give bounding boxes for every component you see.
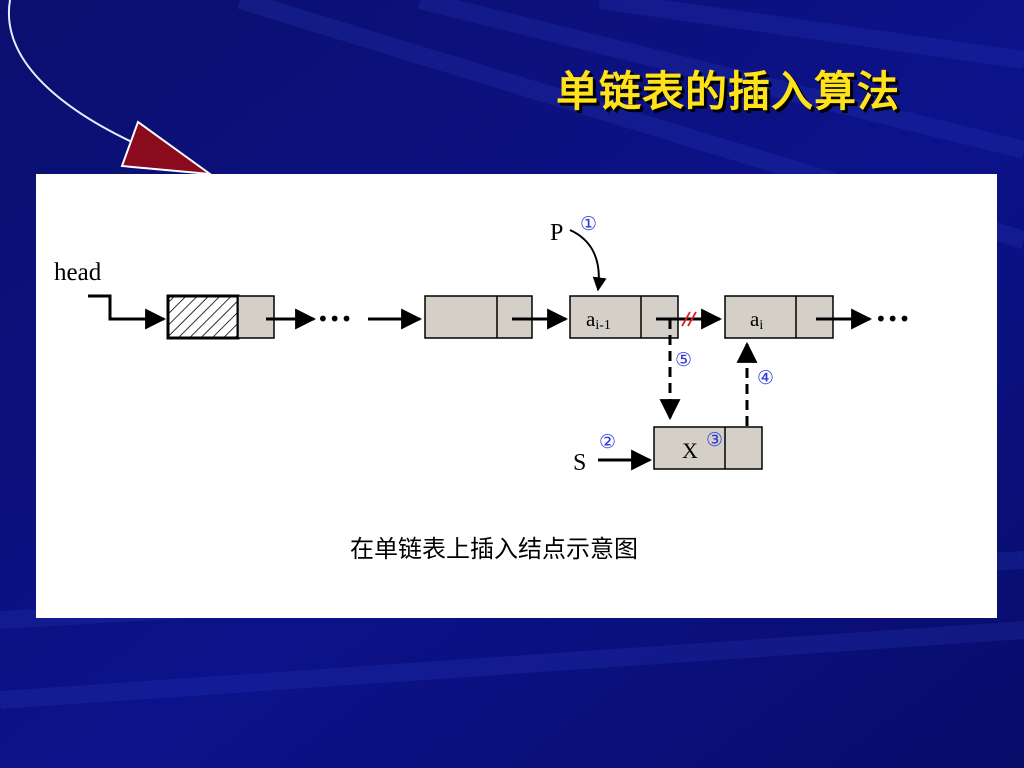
middle-node <box>424 295 533 339</box>
step-4-marker: ④ <box>757 367 774 389</box>
node-new-label: X <box>682 438 698 463</box>
step-5-marker: ⑤ <box>675 349 692 371</box>
svg-text:ai-1: ai-1 <box>586 307 611 333</box>
diagram-panel: head ••• ai-1 P ① <box>36 174 997 618</box>
step-2-marker: ② <box>599 431 616 453</box>
ellipsis-2: ••• <box>875 307 910 331</box>
node-a-i: ai <box>724 295 834 339</box>
new-node-x: X <box>653 426 763 470</box>
slide-title: 单链表的插入算法 <box>556 67 901 116</box>
node-a-i-minus-1: ai-1 <box>569 295 679 339</box>
decorative-arrow <box>7 0 214 176</box>
step-1-marker: ① <box>580 213 597 235</box>
s-label: S <box>573 450 586 476</box>
svg-text:ai: ai <box>750 307 763 333</box>
node-cur-label: a <box>750 307 760 331</box>
diagram-caption: 在单链表上插入结点示意图 <box>350 535 638 563</box>
p-pointer-arrow <box>569 229 607 292</box>
node-cur-subscript: i <box>759 318 763 333</box>
p-label: P <box>550 220 563 246</box>
head-node <box>166 294 275 340</box>
step-3-marker: ③ <box>706 429 723 451</box>
node-prev-subscript: i-1 <box>595 318 611 333</box>
broken-link-mark <box>681 311 697 327</box>
linked-list-insertion-diagram: head ••• ai-1 P ① <box>54 213 910 563</box>
head-label: head <box>54 259 102 286</box>
node-prev-label: a <box>586 307 596 331</box>
ellipsis-1: ••• <box>317 307 352 331</box>
head-pointer-arrow <box>88 294 167 330</box>
